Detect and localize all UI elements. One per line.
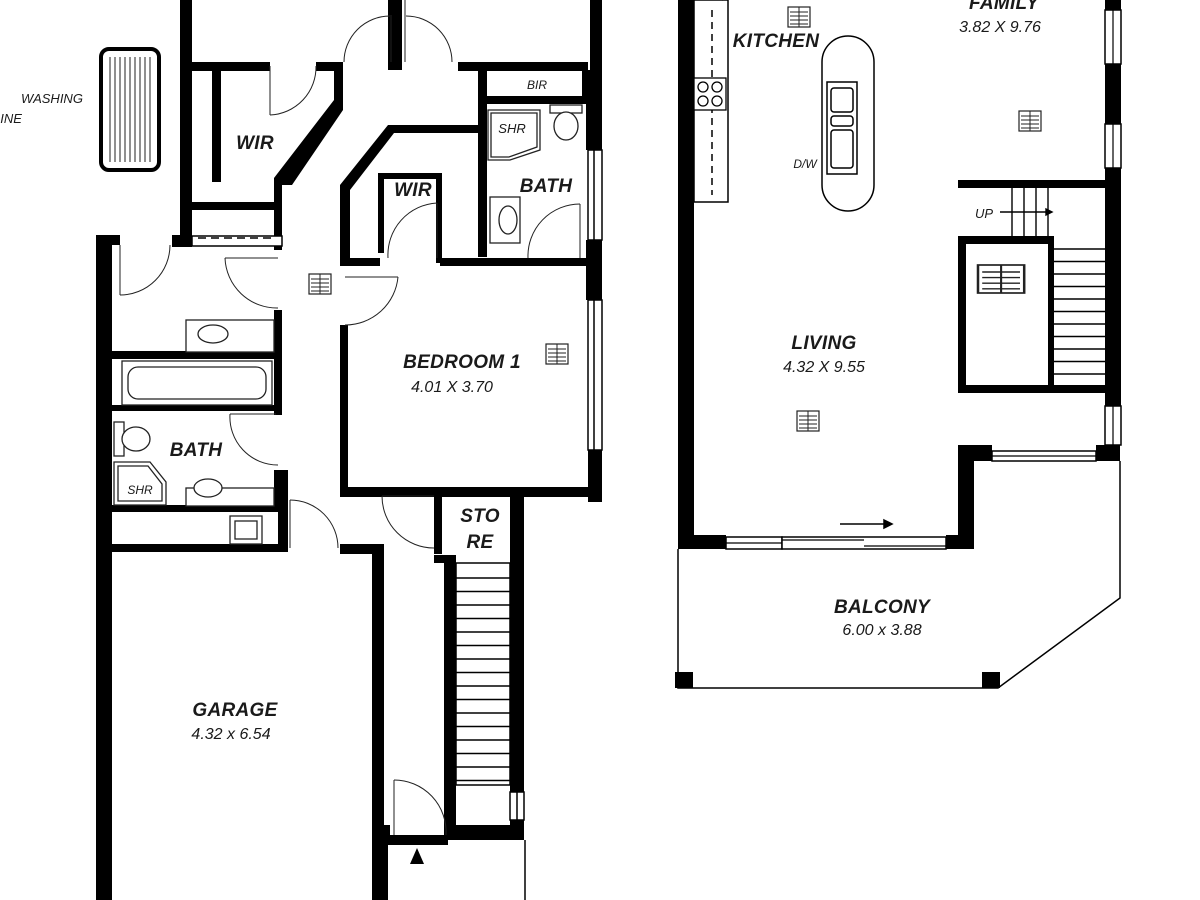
dishwasher-label: D/W	[793, 157, 817, 171]
room-dimension-family: 3.82 X 9.76	[959, 19, 1041, 36]
store-text-1: STO	[460, 506, 500, 527]
toilet-icon	[553, 111, 579, 141]
shower-label-main: SHR	[127, 483, 153, 497]
room-label-wir-middle: WIR	[394, 180, 432, 201]
bathroom-fixtures	[113, 319, 275, 545]
basin-icon	[498, 205, 518, 235]
stairs-icon	[455, 562, 511, 786]
room-dimension-balcony: 6.00 x 3.88	[842, 622, 922, 639]
room-label-wir-left: WIR	[236, 133, 274, 154]
room-label-bath-main: BATH	[169, 440, 223, 461]
room-label-balcony: BALCONY	[833, 597, 931, 618]
room-label-kitchen: KITCHEN	[732, 31, 820, 52]
shower-label-ensuite: SHR	[498, 121, 526, 136]
balcony-outline	[677, 461, 1121, 689]
walls-upper-floor	[675, 0, 1121, 688]
sliding-door-arrow	[840, 518, 894, 530]
entry-arrow-icon	[410, 848, 424, 864]
kitchen-island	[821, 35, 875, 212]
stairs-up-label: UP	[974, 206, 994, 221]
room-label-store: STO RE	[460, 504, 500, 556]
window-lines-upper	[726, 10, 1114, 547]
washing-line-icon	[99, 47, 161, 172]
window-lines-lower	[198, 150, 595, 900]
washing-line-label: WASHING LINE	[0, 89, 83, 129]
doors-lower-floor	[119, 0, 581, 836]
room-label-garage: GARAGE	[192, 700, 278, 721]
room-dimension-garage: 4.32 x 6.54	[191, 726, 271, 743]
windows-upper-floor	[725, 9, 1122, 550]
store-text-2: RE	[466, 532, 494, 553]
walls-lower-floor	[96, 0, 602, 900]
room-dimension-living: 4.32 X 9.55	[783, 359, 865, 376]
cooktop-icon	[693, 77, 727, 111]
ensuite-fixtures	[487, 104, 583, 244]
washing-line-text-2: LINE	[0, 111, 22, 126]
room-label-bedroom-1: BEDROOM 1	[403, 352, 521, 373]
stairs-icon	[1000, 188, 1105, 388]
room-label-bir: BIR	[526, 78, 548, 92]
washing-line-text-1: WASHING	[21, 91, 83, 106]
room-label-family: FAMILY	[968, 0, 1040, 14]
room-label-bath-ensuite: BATH	[519, 176, 573, 197]
windows-lower-floor	[191, 149, 603, 821]
room-label-living: LIVING	[791, 333, 857, 354]
room-dimension-bedroom-1: 4.01 X 3.70	[411, 379, 493, 396]
